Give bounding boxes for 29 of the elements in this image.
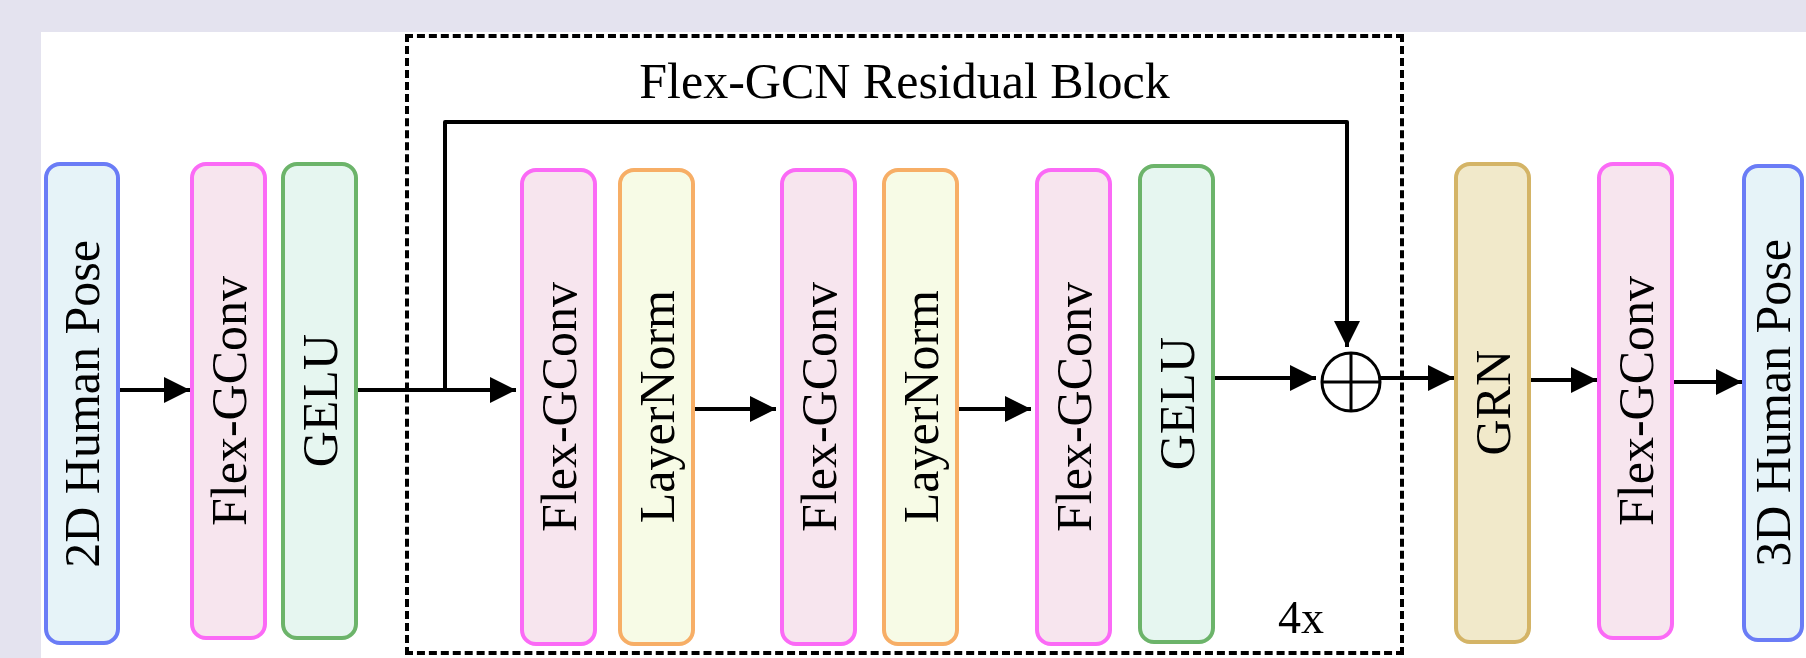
layer-block bbox=[1035, 168, 1112, 646]
layer-label: GELU bbox=[294, 334, 345, 468]
layer-label: 3D Human Pose bbox=[1748, 239, 1798, 567]
layer-label: Flex-GConv bbox=[203, 276, 254, 526]
layer-block bbox=[1742, 164, 1804, 642]
layer-block bbox=[44, 162, 120, 645]
layer-block bbox=[190, 162, 267, 640]
layer-label: Flex-GConv bbox=[533, 282, 584, 532]
layer-block bbox=[1597, 162, 1674, 640]
layer-label: Flex-GConv bbox=[793, 282, 844, 532]
arrow bbox=[1531, 367, 1597, 393]
layer-label: GRN bbox=[1467, 350, 1518, 456]
layer-block bbox=[1454, 162, 1531, 644]
layer-block bbox=[520, 168, 597, 646]
layer-label: Flex-GConv bbox=[1610, 276, 1661, 526]
dashed-group-frame bbox=[405, 34, 1404, 655]
layer-block bbox=[281, 162, 358, 640]
layer-label: GELU bbox=[1151, 337, 1202, 471]
layer-block bbox=[780, 168, 857, 646]
layer-label: 2D Human Pose bbox=[57, 239, 107, 568]
layer-block bbox=[882, 168, 959, 646]
layer-block bbox=[1138, 164, 1215, 644]
arrow bbox=[1674, 369, 1742, 395]
repeat-count: 4x bbox=[1278, 595, 1324, 641]
arrow bbox=[120, 377, 190, 403]
block-title: Flex-GCN Residual Block bbox=[639, 54, 1170, 109]
layer-block bbox=[618, 168, 695, 646]
sum-symbol bbox=[1320, 351, 1382, 413]
layer-label: Flex-GConv bbox=[1048, 282, 1099, 532]
